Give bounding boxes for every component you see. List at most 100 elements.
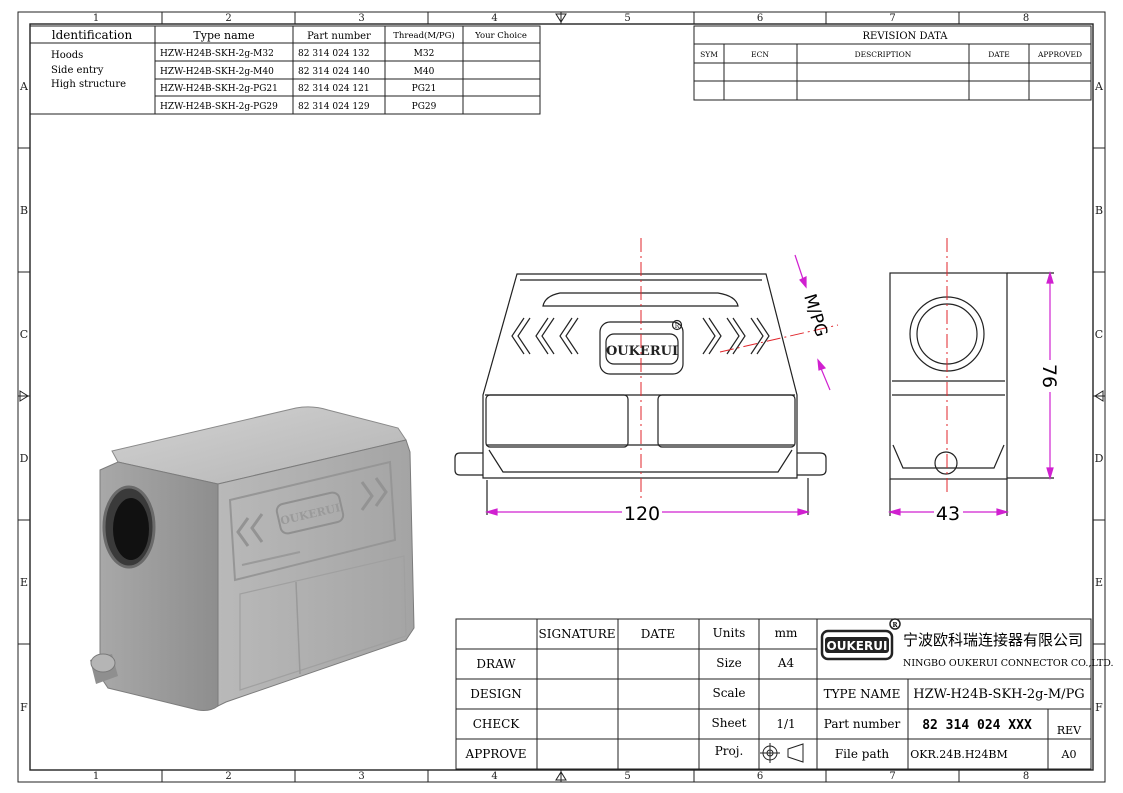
tb-part-number-label: Part number	[824, 717, 901, 731]
header-identification: ldentification	[52, 28, 133, 42]
row-2-part: 82 314 024 140	[298, 67, 370, 77]
tb-size-value: A4	[777, 656, 795, 670]
column-marker-6-bottom: 6	[757, 771, 763, 782]
row-2-thread: M40	[414, 67, 435, 77]
tb-type-name-label: TYPE NAME	[824, 687, 901, 701]
column-marker-2-top: 2	[225, 13, 231, 24]
title-block: SIGNATURE DATE DRAW DESIGN CHECK APPROVE…	[455, 618, 1114, 770]
company-logo-registered: R	[893, 622, 899, 629]
row-marker-F-right: F	[1095, 701, 1103, 714]
tb-rev-value: A0	[1061, 748, 1077, 761]
front-view-logo: OUKERUI	[606, 344, 678, 359]
tb-part-number-value: 82 314 024 XXX	[922, 718, 1032, 733]
registered-mark: R	[675, 323, 680, 330]
center-mark-right-icon	[1094, 390, 1104, 402]
tb-sheet-label: Sheet	[712, 716, 747, 730]
row-3-type: HZW-H24B-SKH-2g-PG21	[160, 84, 278, 94]
row-marker-E-left: E	[20, 576, 28, 589]
tb-rev-label: REV	[1057, 724, 1082, 737]
row-1-thread: M32	[414, 49, 435, 59]
tb-row-draw: DRAW	[476, 657, 516, 671]
dimension-height: 76	[1038, 364, 1060, 388]
column-marker-8-bottom: 8	[1023, 771, 1029, 782]
column-marker-3-top: 3	[358, 13, 364, 24]
revision-header-date: DATE	[988, 50, 1010, 59]
row-1-part: 82 314 024 132	[298, 49, 370, 59]
row-marker-B-left: B	[20, 204, 28, 217]
row-marker-C-left: C	[20, 328, 28, 341]
tb-proj-label: Proj.	[715, 744, 744, 758]
identification-table: ldentification Type name Part number Thr…	[29, 25, 541, 115]
row-4-type: HZW-H24B-SKH-2g-PG29	[160, 102, 278, 112]
row-marker-B-right: B	[1095, 204, 1103, 217]
column-marker-3-bottom: 3	[358, 771, 364, 782]
revision-header-description: DESCRIPTION	[855, 50, 912, 59]
company-logo: OUKERUI R	[820, 618, 901, 661]
row-marker-D-right: D	[1095, 452, 1104, 465]
column-marker-8-top: 8	[1023, 13, 1029, 24]
row-marker-A-left: A	[19, 80, 29, 93]
column-marker-1-bottom: 1	[93, 771, 99, 782]
column-marker-4-top: 4	[491, 13, 497, 24]
hood-3d-view: OUKERUI	[90, 406, 415, 711]
column-marker-5-bottom: 5	[624, 771, 630, 782]
header-thread: Thread(M/PG)	[393, 30, 454, 41]
row-marker-A-right: A	[1094, 80, 1104, 93]
column-marker-5-top: 5	[624, 13, 630, 24]
row-marker-D-left: D	[20, 452, 29, 465]
header-type-name: Type name	[193, 29, 254, 42]
center-mark-left-icon	[19, 390, 29, 402]
projection-symbol-icon	[760, 743, 804, 763]
column-marker-6-top: 6	[757, 13, 763, 24]
tb-type-name-value: HZW-H24B-SKH-2g-M/PG	[913, 687, 1084, 702]
tb-file-path-value: OKR.24B.H24BM	[910, 748, 1008, 761]
revision-header-approved: APPROVED	[1037, 50, 1082, 59]
tb-scale-label: Scale	[712, 686, 745, 700]
revision-table: REVISION DATA SYM ECN DESCRIPTION DATE A…	[693, 25, 1092, 101]
tb-file-path-label: File path	[835, 747, 890, 761]
tb-date-header: DATE	[641, 627, 675, 641]
revision-title: REVISION DATA	[863, 31, 949, 42]
side-view: 43 76	[887, 238, 1060, 525]
header-part-number: Part number	[307, 31, 371, 42]
column-marker-7-top: 7	[889, 13, 895, 24]
dimension-depth: 43	[936, 503, 960, 525]
center-mark-bottom-icon	[555, 771, 567, 781]
row-3-part: 82 314 024 121	[298, 84, 370, 94]
tb-units-value: mm	[775, 626, 798, 640]
row-4-part: 82 314 024 129	[298, 102, 370, 112]
identification-line-side-entry: Side entry	[51, 65, 104, 76]
row-marker-F-left: F	[20, 701, 28, 714]
center-mark-top-icon	[555, 13, 567, 23]
revision-header-ecn: ECN	[751, 50, 769, 59]
revision-header-sym: SYM	[700, 50, 718, 59]
column-marker-4-bottom: 4	[491, 771, 497, 782]
row-marker-E-right: E	[1095, 576, 1103, 589]
tb-row-check: CHECK	[473, 717, 521, 731]
header-your-choice: Your Choice	[474, 31, 527, 41]
column-marker-1-top: 1	[93, 13, 99, 24]
tb-sheet-value: 1/1	[776, 717, 795, 731]
row-1-type: HZW-H24B-SKH-2g-M32	[160, 49, 274, 59]
tb-units-label: Units	[713, 626, 746, 640]
column-marker-2-bottom: 2	[225, 771, 231, 782]
identification-line-hoods: Hoods	[51, 50, 83, 61]
row-4-thread: PG29	[412, 102, 437, 112]
tb-size-label: Size	[716, 656, 741, 670]
row-3-thread: PG21	[412, 84, 437, 94]
row-2-type: HZW-H24B-SKH-2g-M40	[160, 67, 274, 77]
company-name-cn: 宁波欧科瑞连接器有限公司	[903, 631, 1083, 649]
front-view: OUKERUI R 120 M/PG	[454, 238, 839, 525]
company-name-en: NINGBO OUKERUI CONNECTOR CO.,LTD.	[903, 658, 1114, 669]
identification-line-high-structure: High structure	[51, 79, 126, 90]
company-logo-text: OUKERUI	[827, 639, 888, 653]
dimension-width: 120	[624, 503, 660, 525]
tb-row-design: DESIGN	[470, 687, 521, 701]
row-marker-C-right: C	[1095, 328, 1103, 341]
column-marker-7-bottom: 7	[889, 771, 895, 782]
tb-signature-header: SIGNATURE	[539, 627, 616, 641]
thread-label: M/PG	[799, 292, 831, 340]
tb-row-approve: APPROVE	[465, 747, 527, 761]
